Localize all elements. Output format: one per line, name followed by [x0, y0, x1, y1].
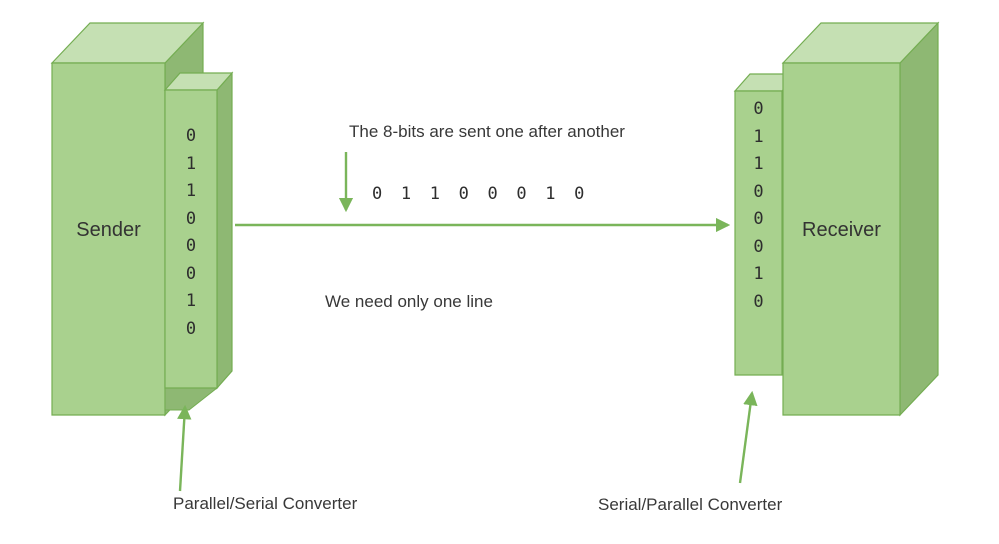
- sender-converter-front-face: [164, 89, 218, 389]
- sender-box-bottom-sliver: [164, 387, 219, 411]
- bit: 0: [185, 126, 197, 146]
- serial-parallel-converter-caption: Serial/Parallel Converter: [598, 495, 783, 514]
- bit: 0: [185, 263, 197, 284]
- bit: 1: [753, 126, 764, 147]
- receiver-box: [781, 21, 940, 417]
- sender-label: Sender: [76, 219, 141, 241]
- parallel-serial-converter-caption: Parallel/Serial Converter: [173, 494, 358, 513]
- inline-bits: 0 1 1 0 0 0 1 0: [372, 184, 589, 204]
- receiver-converter-front-face: [734, 90, 783, 376]
- sender-converter-bits: 0 1 1 0 0 0 1 0: [165, 123, 217, 343]
- sender-converter-side-face: [216, 71, 233, 390]
- bit: 0: [753, 181, 764, 202]
- bit: 1: [753, 264, 764, 284]
- bit: 1: [753, 154, 764, 174]
- receiver-converter-bits: 0 1 1 0 0 0 1 0: [735, 96, 782, 316]
- bit: 0: [753, 291, 764, 312]
- note-top: The 8-bits are sent one after another: [349, 122, 625, 141]
- note-bottom: We need only one line: [325, 292, 493, 311]
- bit: 0: [185, 318, 197, 339]
- bit: 1: [185, 153, 197, 174]
- bit: 0: [753, 209, 764, 229]
- receiver-box-side-face: [899, 21, 939, 417]
- bit: 1: [185, 291, 197, 311]
- sender-converter-box: [163, 71, 234, 390]
- bit: 0: [753, 236, 764, 257]
- receiver-box-front-face: [782, 62, 901, 416]
- parallel-serial-pointer-arrow: [177, 404, 192, 492]
- receiver-label: Receiver: [802, 219, 881, 241]
- serial-parallel-pointer-arrow: [738, 390, 758, 484]
- bit: 0: [753, 99, 764, 119]
- bit: 0: [185, 208, 197, 229]
- bit: 1: [185, 181, 197, 201]
- sender-box-front-face: [51, 62, 166, 416]
- bit: 0: [185, 236, 197, 256]
- receiver-converter-box: [733, 73, 799, 376]
